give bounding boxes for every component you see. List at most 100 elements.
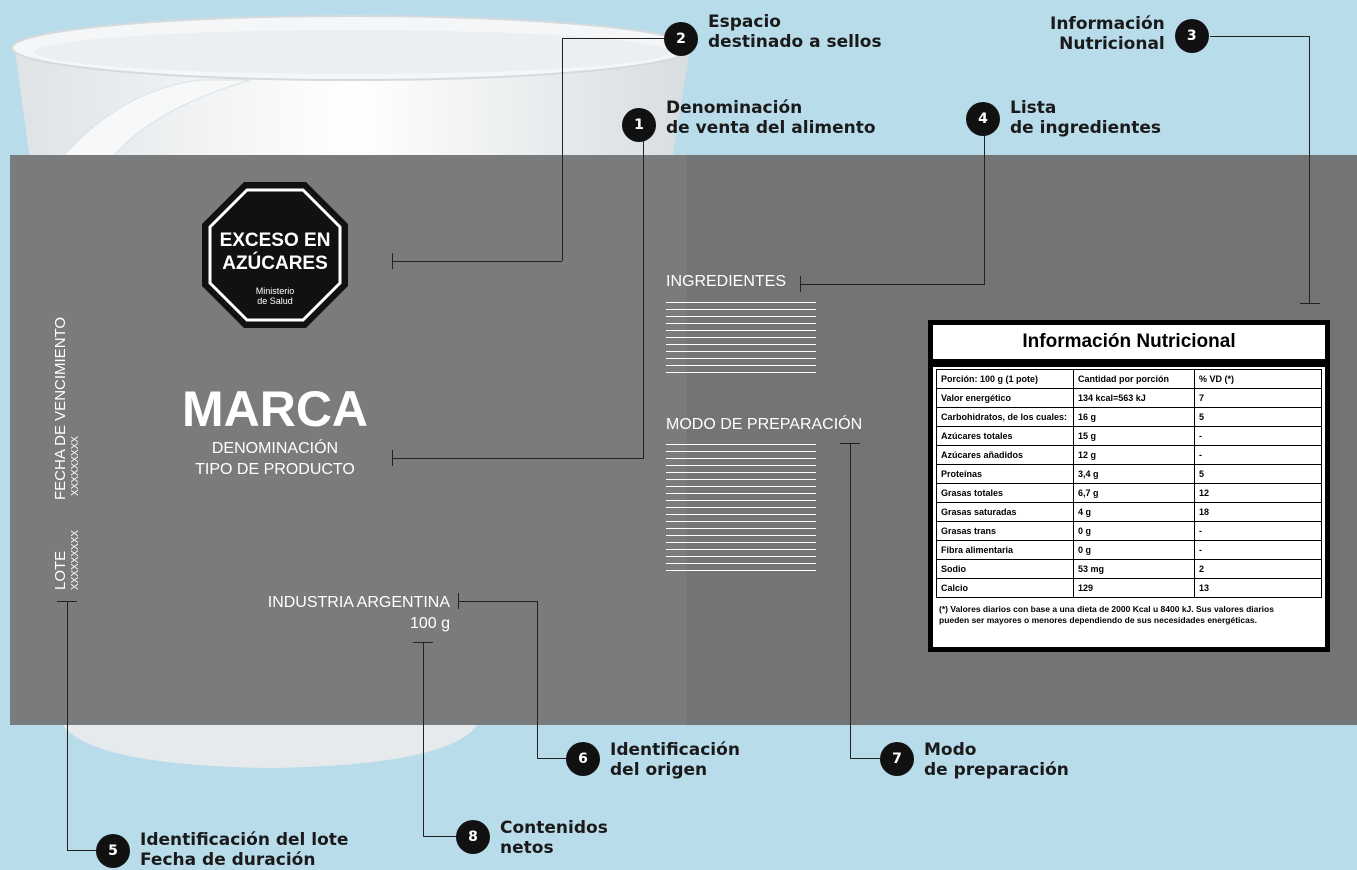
connector-6-h — [458, 601, 538, 602]
lot-value: XXXXXXXXX — [70, 529, 81, 590]
ingredients-heading: INGREDIENTES — [666, 273, 787, 290]
connector-7-v — [850, 443, 851, 759]
nutrition-footnote: (*) Valores diarios con base a una dieta… — [933, 598, 1325, 626]
brand-product-type: TIPO DE PRODUCTO — [195, 461, 355, 478]
callout-3-line1: Información — [1050, 14, 1165, 34]
nutrition-cell: - — [1194, 540, 1322, 560]
callout-2-line1: Espacio — [708, 12, 781, 32]
nutrition-cell: 6,7 g — [1073, 483, 1195, 503]
callout-4-badge: 4 — [966, 102, 1000, 136]
nutrition-cell: 7 — [1194, 388, 1322, 408]
callout-8-line1: Contenidos — [500, 818, 608, 838]
nutrition-cell: 53 mg — [1073, 559, 1195, 579]
nutrition-cell: 18 — [1194, 502, 1322, 522]
seal-line3: Ministerio — [256, 286, 295, 296]
callout-3-line2: Nutricional — [1059, 34, 1165, 54]
sugar-warning-seal: EXCESO EN AZÚCARES Ministerio de Salud — [202, 182, 348, 328]
cup-base-illustration — [60, 720, 480, 768]
preparation-lines — [666, 444, 816, 574]
callout-1-badge: 1 — [622, 108, 656, 142]
expiry-value: XXXXXXXXX — [70, 435, 81, 496]
connector-5-h — [67, 850, 97, 851]
callout-2-badge: 2 — [664, 22, 698, 56]
nutrition-title: Información Nutricional — [933, 325, 1325, 367]
nutrition-header-row: Porción: 100 g (1 pote) Cantidad por por… — [936, 369, 1322, 389]
connector-8-v — [423, 642, 424, 837]
connector-8-h — [423, 836, 458, 837]
callout-4-line1: Lista — [1010, 98, 1057, 118]
header-cell: % VD (*) — [1194, 369, 1322, 389]
connector-4-v — [984, 135, 985, 285]
header-cell: Cantidad por porción — [1073, 369, 1195, 389]
nutrition-cell: Fibra alimentaria — [936, 540, 1074, 560]
callout-6-badge: 6 — [566, 742, 600, 776]
nutrition-cell: Proteínas — [936, 464, 1074, 484]
nutrition-cell: - — [1194, 521, 1322, 541]
brand-name: MARCA — [181, 381, 369, 437]
callout-8-line2: netos — [500, 838, 554, 858]
brand-denomination: DENOMINACIÓN — [211, 440, 339, 457]
connector-7-h — [850, 758, 880, 759]
nutrition-cell: Azúcares añadidos — [936, 445, 1074, 465]
origin-text: INDUSTRIA ARGENTINA — [267, 594, 450, 611]
nutrition-cell: 3,4 g — [1073, 464, 1195, 484]
callout-7-line1: Modo — [924, 740, 977, 760]
preparation-heading: MODO DE PREPARACIÓN — [666, 416, 863, 433]
nutrition-facts-panel: Información Nutricional Porción: 100 g (… — [928, 320, 1330, 652]
nutrition-cell: Grasas trans — [936, 521, 1074, 541]
header-cell: Porción: 100 g (1 pote) — [936, 369, 1074, 389]
callout-7-badge: 7 — [880, 742, 914, 776]
nutrition-cell: 16 g — [1073, 407, 1195, 427]
seal-line4: de Salud — [257, 296, 293, 306]
nutrition-cell: 12 g — [1073, 445, 1195, 465]
nutrition-table: Porción: 100 g (1 pote) Cantidad por por… — [936, 369, 1322, 598]
callout-6-line2: del origen — [610, 760, 708, 780]
nutrition-cell: Grasas saturadas — [936, 502, 1074, 522]
nutrition-cell: 134 kcal=563 kJ — [1073, 388, 1195, 408]
connector-2-v — [562, 38, 563, 261]
callout-6-line1: Identificación — [610, 740, 740, 760]
callout-2-line2: destinado a sellos — [708, 32, 882, 52]
callout-3-badge: 3 — [1174, 19, 1209, 53]
connector-6-bottom — [537, 758, 567, 759]
nutrition-cell: 12 — [1194, 483, 1322, 503]
connector-2-top — [562, 38, 666, 39]
nutrition-cell: Valor energético — [936, 388, 1074, 408]
callout-7-line2: de preparación — [924, 760, 1069, 780]
footnote-line2: pueden ser mayores o menores dependiendo… — [939, 615, 1257, 625]
nutrition-cell: 13 — [1194, 578, 1322, 598]
nutrition-cell: Azúcares totales — [936, 426, 1074, 446]
brand-block: MARCA DENOMINACIÓN TIPO DE PRODUCTO — [160, 380, 390, 480]
callout-8-badge: 8 — [456, 820, 490, 854]
connector-6-v — [537, 601, 538, 759]
connector-5-v — [67, 601, 68, 850]
connector-3-h — [1210, 36, 1310, 37]
lot-label: LOTE — [52, 550, 69, 590]
nutrition-cell: 5 — [1194, 464, 1322, 484]
nutrition-cell: 15 g — [1073, 426, 1195, 446]
callout-4-line2: de ingredientes — [1010, 118, 1162, 138]
nutrition-cell: 5 — [1194, 407, 1322, 427]
nutrition-cell: 2 — [1194, 559, 1322, 579]
footnote-line1: (*) Valores diarios con base a una dieta… — [939, 604, 1274, 614]
callout-5-line2: Fecha de duración — [140, 850, 316, 870]
nutrition-cell: - — [1194, 445, 1322, 465]
connector-3-tick — [1300, 303, 1320, 304]
nutrition-cell: Sodio — [936, 559, 1074, 579]
cup-rim-illustration — [11, 15, 693, 160]
callout-5-badge: 5 — [96, 834, 130, 868]
